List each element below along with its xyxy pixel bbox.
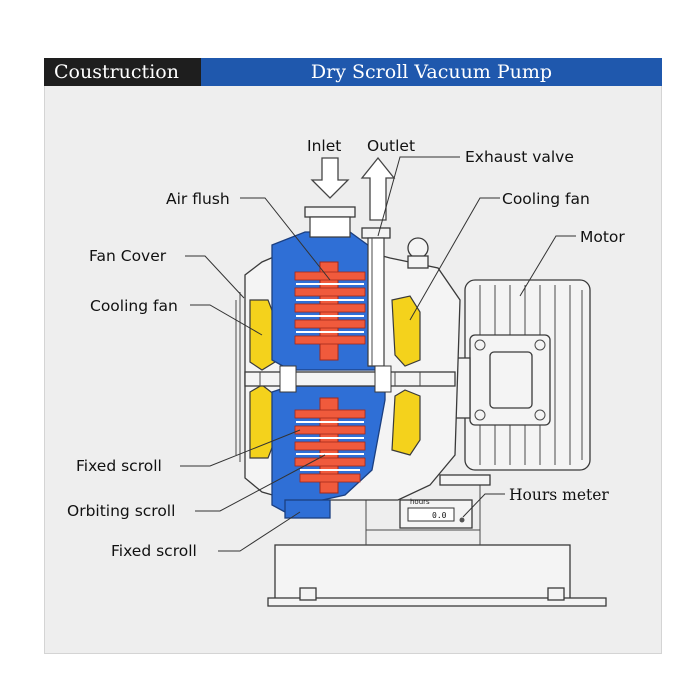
- label-cooling-fan-left: Cooling fan: [90, 297, 178, 315]
- section-label: Coustruction: [44, 58, 201, 86]
- outlet-arrow-icon: [360, 156, 396, 221]
- label-fixed-scroll-upper: Fixed scroll: [76, 457, 162, 475]
- outlet-port: [361, 227, 391, 367]
- drive-shaft: [244, 365, 456, 393]
- leader-lines: [180, 156, 576, 552]
- label-orbiting-scroll: Orbiting scroll: [67, 502, 175, 520]
- base-stand: [267, 480, 607, 607]
- meter-reading: 0.0: [432, 511, 447, 520]
- label-motor: Motor: [580, 228, 625, 246]
- page-title: Dry Scroll Vacuum Pump: [201, 58, 662, 86]
- label-fan-cover: Fan Cover: [89, 247, 167, 265]
- label-exhaust-valve: Exhaust valve: [465, 148, 574, 166]
- meter-brand: hours: [410, 498, 430, 506]
- orbiting-scroll-lower: [294, 397, 366, 494]
- cooling-fan-left: [249, 299, 276, 459]
- label-outlet: Outlet: [367, 137, 415, 155]
- label-inlet: Inlet: [307, 137, 341, 155]
- cooling-fan-right: [391, 295, 421, 456]
- label-air-flush: Air flush: [166, 190, 230, 208]
- label-cooling-fan-right: Cooling fan: [502, 190, 590, 208]
- hours-meter: hours 0.0: [399, 498, 473, 529]
- label-fixed-scroll-lower: Fixed scroll: [111, 542, 197, 560]
- label-hours-meter: Hours meter: [509, 486, 609, 504]
- orbiting-scroll-upper: [294, 261, 366, 361]
- inlet-arrow-icon: [310, 157, 350, 199]
- inlet-port: [304, 206, 356, 238]
